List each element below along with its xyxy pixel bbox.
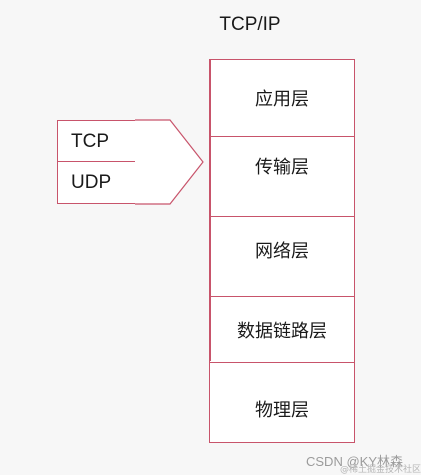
watermark: CSDN @KY林森 — [306, 454, 403, 469]
layer-network: 网络层 — [210, 216, 354, 296]
protocol-udp: UDP — [58, 161, 135, 203]
arrow-shape — [135, 119, 204, 205]
stack-left-edge — [209, 59, 211, 361]
protocol-label: UDP — [71, 171, 112, 193]
layer-label: 传输层 — [255, 156, 309, 178]
diagram-title: TCP/IP — [219, 14, 281, 35]
layer-stack: 应用层 传输层 网络层 数据链路层 物理层 — [209, 59, 355, 443]
layer-label: 物理层 — [255, 399, 309, 421]
watermark-sub: @稀土掘金技术社区 — [340, 465, 421, 475]
layer-datalink: 数据链路层 — [210, 296, 354, 362]
protocol-box: TCP UDP — [57, 120, 136, 204]
layer-label: 网络层 — [255, 240, 309, 262]
protocol-tcp: TCP — [58, 121, 135, 163]
protocol-label: TCP — [71, 131, 109, 152]
layer-label: 应用层 — [255, 89, 309, 110]
layer-transport: 传输层 — [210, 136, 354, 216]
layer-application: 应用层 — [210, 60, 354, 136]
layer-label: 数据链路层 — [237, 320, 327, 342]
layer-physical: 物理层 — [210, 362, 354, 442]
